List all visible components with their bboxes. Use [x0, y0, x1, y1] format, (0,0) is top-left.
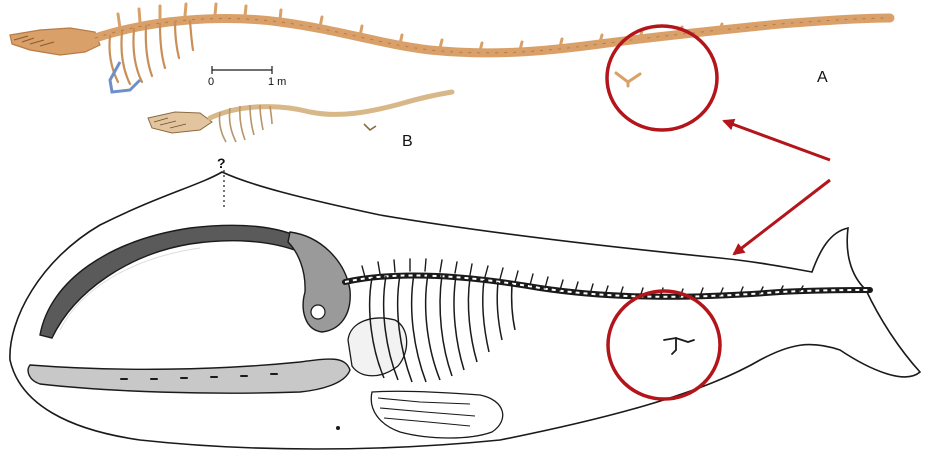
skeleton-a-pelvis [616, 73, 640, 86]
skeleton-b-spine [210, 92, 452, 118]
scale-zero-label: 0 [208, 76, 214, 88]
scale-bar: 0 1 m [208, 66, 286, 88]
skeleton-b-skull [148, 112, 212, 133]
panel-a-label: A [817, 69, 828, 86]
panel-b-label: B [402, 133, 413, 150]
skeleton-a-spine [95, 18, 890, 53]
bowhead-whale-drawing: ? [10, 155, 920, 449]
arrow-icon [734, 180, 830, 254]
skeleton-a [10, 4, 890, 92]
bowhead-mark-label: ? [217, 155, 226, 171]
scale-one-label: 1 m [268, 76, 286, 88]
arrow-icon [724, 121, 830, 160]
